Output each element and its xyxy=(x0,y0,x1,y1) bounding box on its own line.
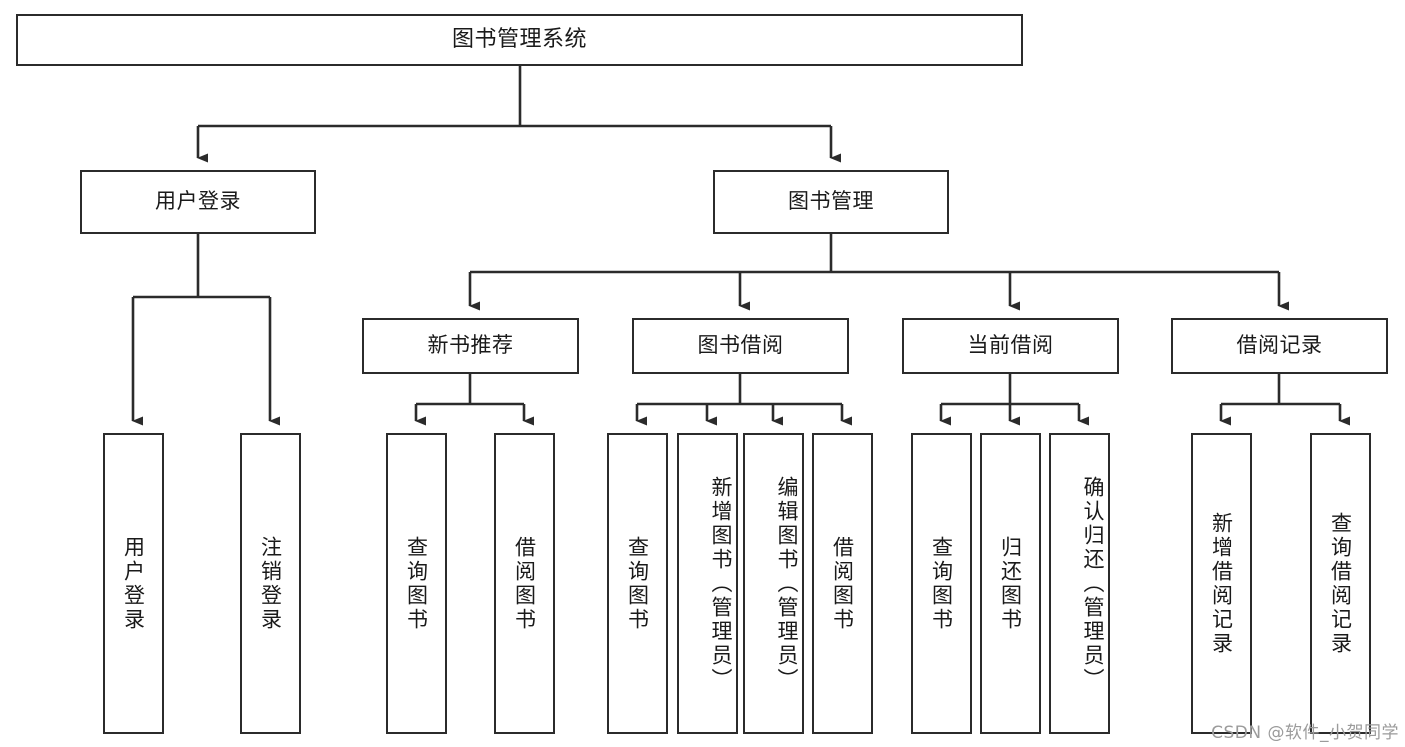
node-borrow-record[interactable]: 借阅记录 xyxy=(1171,318,1388,374)
node-leaf-borrow-book-recommend[interactable]: 借阅图书 xyxy=(494,433,555,734)
node-label: 编辑图书（管理员） xyxy=(775,475,799,692)
node-leaf-query-book-borrow[interactable]: 查询图书 xyxy=(607,433,668,734)
node-label: 注销登录 xyxy=(258,535,283,632)
node-leaf-user-login[interactable]: 用户登录 xyxy=(103,433,164,734)
node-label: 图书管理系统 xyxy=(451,26,587,52)
node-leaf-edit-book-admin[interactable]: 编辑图书（管理员） xyxy=(743,433,804,734)
node-new-book-recommend[interactable]: 新书推荐 xyxy=(362,318,579,374)
node-label: 新增图书（管理员） xyxy=(709,475,733,692)
node-label: 借阅图书 xyxy=(830,535,855,632)
node-leaf-borrow-book[interactable]: 借阅图书 xyxy=(812,433,873,734)
node-label: 借阅图书 xyxy=(512,535,537,632)
node-label: 图书管理 xyxy=(788,189,874,214)
node-label: 新书推荐 xyxy=(427,333,514,358)
node-user-login[interactable]: 用户登录 xyxy=(80,170,316,234)
csdn-watermark: CSDN @软件_小贺同学 xyxy=(1211,723,1399,743)
node-leaf-logout[interactable]: 注销登录 xyxy=(240,433,301,734)
node-label: 查询借阅记录 xyxy=(1328,511,1353,656)
node-label: 图书借阅 xyxy=(697,333,784,358)
node-label: 用户登录 xyxy=(121,535,146,632)
node-label: 归还图书 xyxy=(998,535,1023,632)
node-current-borrow[interactable]: 当前借阅 xyxy=(902,318,1119,374)
node-book-management[interactable]: 图书管理 xyxy=(713,170,949,234)
node-root-book-management-system[interactable]: 图书管理系统 xyxy=(16,14,1023,66)
node-leaf-query-book-current[interactable]: 查询图书 xyxy=(911,433,972,734)
node-leaf-query-borrow-record[interactable]: 查询借阅记录 xyxy=(1310,433,1371,734)
node-label: 借阅记录 xyxy=(1236,333,1323,358)
node-label: 查询图书 xyxy=(625,535,650,632)
node-label: 当前借阅 xyxy=(967,333,1054,358)
node-leaf-return-book[interactable]: 归还图书 xyxy=(980,433,1041,734)
node-book-borrow[interactable]: 图书借阅 xyxy=(632,318,849,374)
node-label: 查询图书 xyxy=(929,535,954,632)
node-leaf-query-book-recommend[interactable]: 查询图书 xyxy=(386,433,447,734)
node-label: 查询图书 xyxy=(404,535,429,632)
node-leaf-confirm-return-admin[interactable]: 确认归还（管理员） xyxy=(1049,433,1110,734)
node-leaf-add-borrow-record[interactable]: 新增借阅记录 xyxy=(1191,433,1252,734)
node-label: 确认归还（管理员） xyxy=(1081,475,1105,692)
node-leaf-add-book-admin[interactable]: 新增图书（管理员） xyxy=(677,433,738,734)
node-label: 用户登录 xyxy=(155,189,241,214)
node-label: 新增借阅记录 xyxy=(1209,511,1234,656)
